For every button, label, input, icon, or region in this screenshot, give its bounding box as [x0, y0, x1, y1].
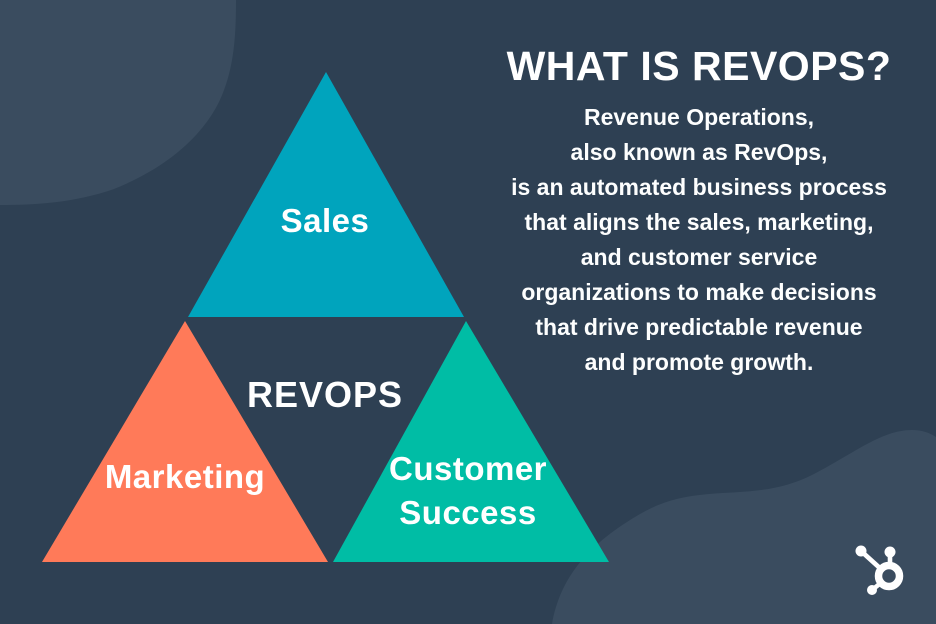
description-line: and customer service: [580, 244, 818, 270]
description-line: organizations to make decisions: [521, 279, 877, 305]
customer-success-triangle: [333, 321, 609, 562]
background-blob-bottom-right: [552, 430, 936, 624]
background-blob-top-left: [0, 0, 236, 205]
hubspot-sprocket-icon: [855, 545, 904, 595]
description-line: Revenue Operations,: [583, 104, 815, 130]
customer-success-label: Customer Success: [388, 450, 548, 531]
description-line: is an automated business process: [511, 174, 887, 200]
description-paragraph: Revenue Operations, also known as RevOps…: [462, 100, 936, 380]
info-panel: WHAT IS REVOPS? Revenue Operations, also…: [462, 44, 936, 380]
description-line: that aligns the sales, marketing,: [524, 209, 874, 235]
sales-label: Sales: [280, 202, 370, 239]
revops-center-label: REVOPS: [246, 374, 404, 415]
marketing-label: Marketing: [104, 458, 266, 495]
marketing-triangle: [42, 321, 328, 562]
description-line: also known as RevOps,: [570, 139, 828, 165]
description-line: that drive predictable revenue: [535, 314, 863, 340]
page-title: WHAT IS REVOPS?: [506, 43, 892, 89]
sales-triangle: [188, 72, 464, 317]
description-line: and promote growth.: [584, 349, 814, 375]
